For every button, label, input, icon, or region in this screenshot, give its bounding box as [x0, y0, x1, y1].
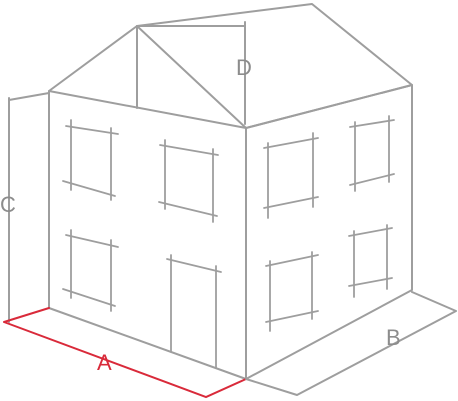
- dimension-b-line: [245, 291, 457, 396]
- side-windows: [263, 115, 395, 332]
- window-front-upper-left: [62, 119, 119, 201]
- side-wall: [245, 84, 413, 380]
- window-front-upper-right: [158, 139, 219, 223]
- window-front-lower-left: [62, 229, 119, 312]
- roof-left-face: [48, 25, 247, 129]
- roof-top-ridge: [136, 3, 413, 86]
- window-side-upper-left: [263, 132, 319, 219]
- label-c: C: [0, 192, 16, 217]
- label-b: B: [386, 325, 401, 350]
- roof: [48, 3, 413, 129]
- label-d: D: [236, 55, 252, 80]
- dimension-a-line: [3, 307, 247, 399]
- window-side-lower-left: [265, 251, 319, 332]
- window-side-upper-right: [349, 115, 395, 192]
- dimension-lines: [3, 21, 457, 399]
- front-windows: [62, 119, 222, 369]
- walls: [48, 84, 413, 380]
- front-wall: [48, 90, 247, 380]
- front-door: [166, 254, 222, 369]
- window-side-lower-right: [348, 224, 393, 298]
- label-a: A: [97, 350, 112, 375]
- dimension-c-top-tick: [8, 92, 50, 101]
